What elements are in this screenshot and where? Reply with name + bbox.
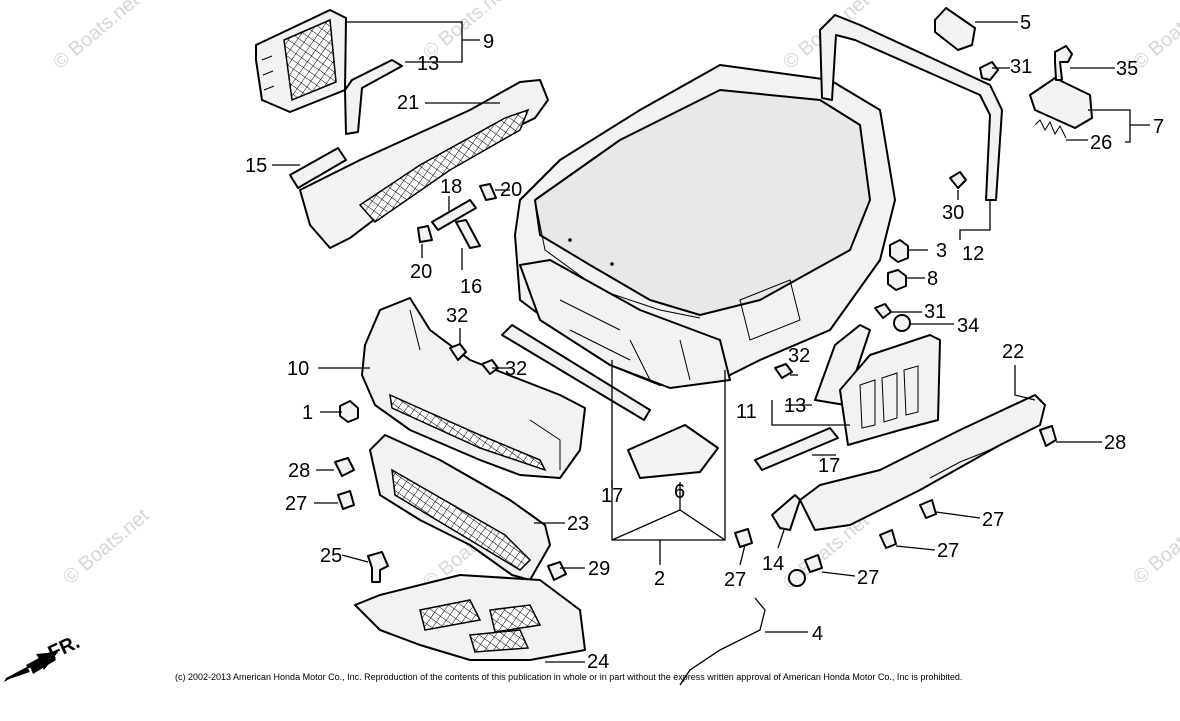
watermark: © Boats.net: [49, 0, 144, 74]
part-15-bracket: [771, 494, 801, 531]
callout-4: 4: [812, 623, 823, 645]
copyright-notice: (c) 2002-2013 American Honda Motor Co., …: [175, 672, 962, 682]
callout-8: 8: [927, 268, 938, 290]
callout-14: 16: [460, 276, 482, 298]
callout-18: 17: [601, 485, 623, 507]
part-5-bracket: [934, 7, 976, 51]
part-17-strip: [754, 427, 839, 471]
part-6-panel: [627, 424, 719, 479]
callout-33: 32: [446, 305, 468, 327]
part-drawings: [255, 7, 1093, 686]
callout-31: 31: [924, 301, 946, 323]
part-18-strip: [501, 324, 651, 421]
part-10-front-bumper: [361, 297, 586, 479]
callout-32: 32: [788, 345, 810, 367]
part-22-side-cover: [799, 394, 1046, 531]
part-19-strip: [431, 199, 477, 231]
callout-15: 14: [762, 553, 784, 575]
callout-22: 22: [1002, 341, 1024, 363]
callout-10: 10: [287, 358, 309, 380]
callout-24: 24: [587, 651, 609, 673]
part-21-garnish: [299, 79, 549, 249]
callout-28: 28: [288, 460, 310, 482]
callout-26: 25: [320, 545, 342, 567]
callout-12: 12: [962, 243, 984, 265]
callout-25: 26: [1090, 132, 1112, 154]
callout-7: 7: [1153, 116, 1164, 138]
callout-13: 13: [417, 53, 439, 75]
part-11-side-grille: [814, 324, 941, 446]
part-20-clip-lower: [417, 225, 433, 243]
callout-34: 34: [957, 315, 979, 337]
callout-27: 27: [857, 567, 879, 589]
callout-2: 2: [654, 568, 665, 590]
fasteners-left: [334, 343, 793, 583]
callout-5: 5: [1020, 12, 1031, 34]
callout-27: 28: [1104, 432, 1126, 454]
callout-27: 27: [937, 540, 959, 562]
callout-17: 17: [818, 455, 840, 477]
part-12-long-seal: [819, 14, 1003, 201]
callout-20: 20: [410, 261, 432, 283]
callout-1: 1: [302, 402, 313, 424]
callout-27: 27: [285, 493, 307, 515]
part-23-lower-grille: [369, 434, 551, 581]
callout-29: 30: [942, 202, 964, 224]
part-24-undercover: [354, 574, 586, 661]
part-25-spring: [1034, 119, 1067, 139]
callout-28: 29: [588, 558, 610, 580]
callout-3: 3: [936, 240, 947, 262]
part-14-bracket: [455, 219, 481, 249]
front-direction-arrow: FR.: [4, 631, 83, 682]
callout-27: 27: [724, 569, 746, 591]
bolts-27: [337, 425, 1057, 587]
callout-35: 35: [1116, 58, 1138, 80]
watermark: © Boats.net: [59, 504, 154, 588]
part-4-rod: [679, 597, 766, 686]
trunk-body: [514, 64, 896, 389]
part-16-strip: [289, 147, 347, 189]
fasteners-right: [874, 45, 1073, 332]
callout-19: 18: [440, 176, 462, 198]
callout-9: 9: [483, 31, 494, 53]
watermark: © Boats.net: [1129, 504, 1180, 588]
callout-13: 13: [784, 395, 806, 417]
callout-21: 21: [397, 92, 419, 114]
part-9-grille-panel: [255, 9, 347, 113]
callout-23: 23: [567, 513, 589, 535]
callout-20: 20: [500, 179, 522, 201]
callout-16: 15: [245, 155, 267, 177]
part-20-clip-upper: [479, 183, 497, 201]
callout-30: 31: [1010, 56, 1032, 78]
part-13-seal-top: [344, 59, 403, 135]
callout-27: 27: [982, 509, 1004, 531]
callout-labels: 9 13 21 15 18 20 20 16 32 32 10 1 28 27 …: [245, 12, 1164, 673]
callout-11: 11: [736, 401, 757, 423]
leader-lines: [272, 21, 1150, 663]
callout-32: 32: [505, 358, 527, 380]
callout-6: 6: [674, 481, 685, 503]
